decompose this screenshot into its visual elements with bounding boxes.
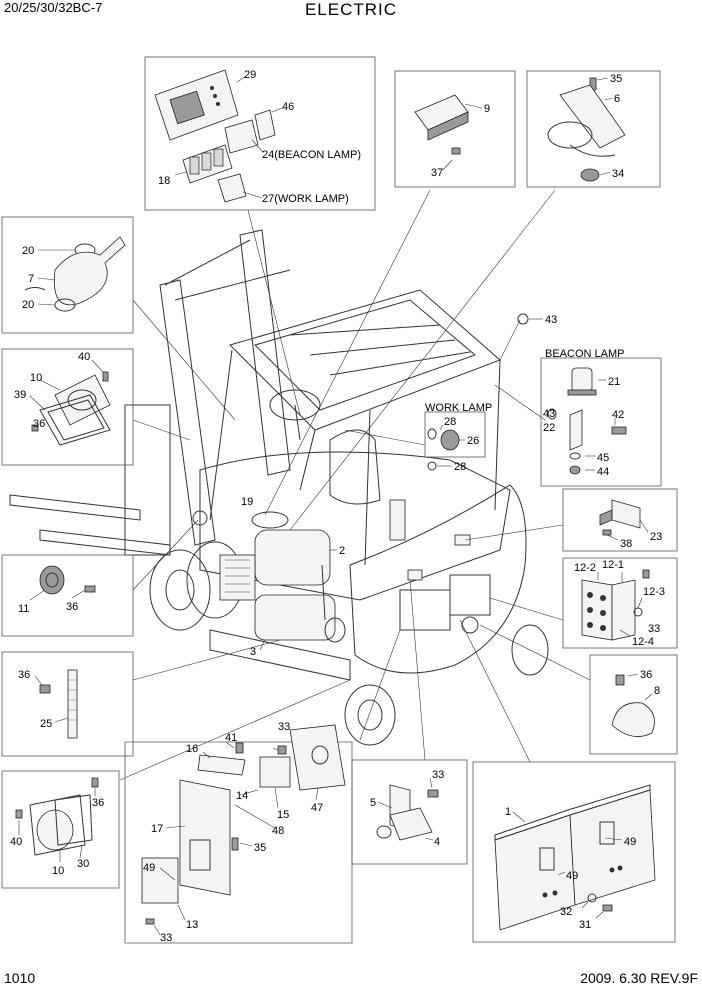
callout-28-top: 28 [444, 416, 456, 428]
callout-28-bottom: 28 [454, 461, 466, 473]
callout-48: 48 [272, 825, 284, 837]
callout-10-fan2: 10 [52, 865, 64, 877]
callout-19: 19 [241, 496, 253, 508]
callout-33-relay: 33 [278, 721, 290, 733]
callout-36-horn: 36 [66, 601, 78, 613]
callout-20-bottom: 20 [22, 299, 34, 311]
callout-7: 7 [28, 273, 34, 285]
callout-34: 34 [612, 168, 624, 180]
controller-group [394, 70, 516, 188]
callout-21: 21 [608, 376, 620, 388]
callout-35-relay: 35 [254, 842, 266, 854]
callout-12-4: 12-4 [632, 636, 654, 648]
model-number: 20/25/30/32BC-7 [4, 0, 103, 15]
connector-group [1, 216, 134, 334]
callout-35-top: 35 [610, 73, 622, 85]
callout-38: 38 [620, 538, 632, 550]
page-title: ELECTRIC [304, 0, 398, 19]
horn-group [1, 554, 134, 637]
callout-44: 44 [597, 466, 609, 478]
callout-10-fan: 10 [30, 372, 42, 384]
callout-20-top: 20 [22, 245, 34, 257]
callout-16: 16 [186, 743, 198, 755]
callout-49-relay: 49 [143, 862, 155, 874]
callout-43-beacon: 43 [543, 408, 555, 420]
contactor-group [351, 759, 468, 865]
callout-45: 45 [597, 452, 609, 464]
callout-30: 30 [77, 858, 89, 870]
callout-14: 14 [236, 790, 248, 802]
callout-27-work-lamp: 27(WORK LAMP) [262, 193, 349, 205]
callout-36-switch: 36 [640, 669, 652, 681]
ground-strap-group [1, 651, 134, 757]
callout-24-beacon-lamp: 24(BEACON LAMP) [262, 149, 361, 161]
main-controller-group [472, 761, 676, 943]
switch-23-group [562, 488, 678, 552]
cooling-fan-group [1, 348, 134, 466]
callout-31: 31 [579, 919, 591, 931]
callout-12-2: 12-2 [574, 562, 596, 574]
fan-assembly-group [1, 770, 120, 889]
callout-33-contactor: 33 [432, 769, 444, 781]
callout-23: 23 [650, 531, 662, 543]
switch-8-group [589, 654, 678, 755]
accelerator-pedal-group [526, 70, 661, 188]
callout-3: 3 [250, 646, 256, 658]
relay-bracket-group [124, 724, 353, 944]
callout-2: 2 [339, 545, 345, 557]
callout-25: 25 [40, 718, 52, 730]
leader-lines [119, 189, 591, 781]
callout-18: 18 [158, 175, 170, 187]
callout-15: 15 [277, 809, 289, 821]
callout-46: 46 [282, 101, 294, 113]
callout-29: 29 [244, 69, 256, 81]
callout-40-fan2: 40 [10, 836, 22, 848]
callout-9: 9 [484, 103, 490, 115]
callout-43-top: 43 [545, 314, 557, 326]
callout-12-1: 12-1 [602, 559, 624, 571]
callout-36-strap: 36 [18, 669, 30, 681]
callout-6: 6 [614, 93, 620, 105]
callout-49-controller-left: 49 [566, 870, 578, 882]
callout-49-controller-right: 49 [624, 836, 636, 848]
callout-33-fuse: 33 [648, 623, 660, 635]
beacon-lamp-title: BEACON LAMP [545, 348, 624, 360]
work-lamp-group [424, 411, 486, 471]
callout-12-3: 12-3 [643, 586, 665, 598]
callout-26: 26 [467, 435, 479, 447]
callout-17: 17 [151, 823, 163, 835]
grommet-43 [517, 313, 529, 325]
callout-1: 1 [505, 806, 511, 818]
work-lamp-title: WORK LAMP [425, 402, 492, 414]
callout-13: 13 [186, 919, 198, 931]
callout-33-bottom: 33 [160, 932, 172, 944]
callout-5: 5 [370, 797, 376, 809]
callout-42: 42 [612, 409, 624, 421]
callout-47: 47 [311, 802, 323, 814]
callout-11: 11 [18, 603, 29, 615]
callout-40-fan: 40 [78, 351, 90, 363]
callout-37: 37 [431, 167, 443, 179]
callout-36-fan2: 36 [92, 797, 104, 809]
page-number: 1010 [4, 970, 36, 986]
revision-date: 2009. 6.30 REV.9F [580, 970, 698, 986]
callout-8: 8 [654, 685, 660, 697]
beacon-lamp-group [540, 357, 662, 487]
dashboard-switch-group [144, 56, 376, 211]
callout-36-fan: 36 [33, 418, 45, 430]
callout-39: 39 [14, 389, 26, 401]
callout-22: 22 [543, 422, 555, 434]
callout-32: 32 [560, 906, 572, 918]
fuse-box-group [562, 557, 678, 649]
callout-41: 41 [225, 732, 237, 744]
callout-4: 4 [434, 836, 440, 848]
